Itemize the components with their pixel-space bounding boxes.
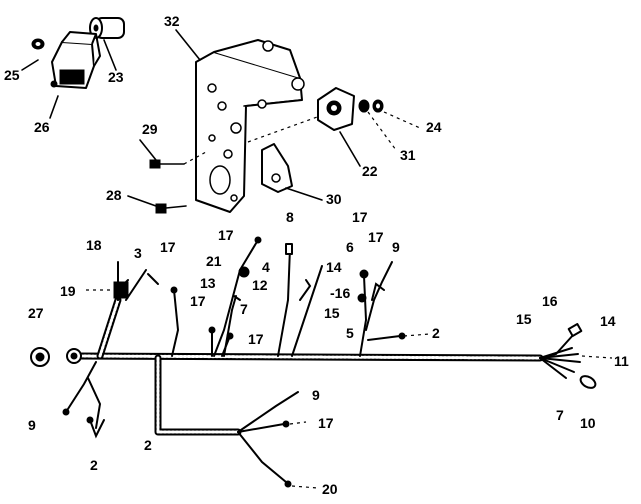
leader-23 bbox=[103, 39, 117, 71]
leader-32 bbox=[175, 29, 201, 61]
callout-15b: 15 bbox=[516, 311, 532, 327]
callout-25: 25 bbox=[4, 67, 20, 83]
callout-22: 22 bbox=[362, 163, 378, 179]
wire-branch-2 bbox=[87, 377, 102, 429]
wire-branch-9-lower bbox=[237, 391, 299, 433]
callout-26: 26 bbox=[34, 119, 50, 135]
callout-9c: 9 bbox=[28, 417, 36, 433]
callout-27: 27 bbox=[28, 305, 44, 321]
callout-31: 31 bbox=[400, 147, 416, 163]
callout-17a: 17 bbox=[352, 209, 368, 225]
callout-5: 5 bbox=[346, 325, 354, 341]
callout-6: 6 bbox=[346, 239, 354, 255]
callout-labels: 32 25 23 26 29 24 31 22 28 30 8 17 17 17… bbox=[4, 13, 629, 497]
wire-branch-9 bbox=[65, 361, 97, 413]
leader-22 bbox=[339, 131, 361, 167]
callout-20: 20 bbox=[322, 481, 338, 497]
nut-part-31 bbox=[358, 99, 370, 113]
bolt-part-28 bbox=[155, 203, 187, 214]
wire-branch-14 bbox=[291, 265, 323, 357]
callout-14a: 14 bbox=[326, 259, 342, 275]
regulator-part-26 bbox=[50, 31, 101, 89]
callout-10: 10 bbox=[580, 415, 596, 431]
callout-14b: 14 bbox=[600, 313, 616, 329]
leader-26 bbox=[49, 95, 59, 119]
wire-branch-17 bbox=[171, 289, 180, 357]
callout-7a: 7 bbox=[240, 301, 248, 317]
callout-17d: 17 bbox=[160, 239, 176, 255]
washer-part-25 bbox=[31, 38, 45, 50]
callout-17f: 17 bbox=[248, 331, 264, 347]
callout-18: 18 bbox=[86, 237, 102, 253]
callout-28: 28 bbox=[106, 187, 122, 203]
bolt-part-29 bbox=[149, 159, 185, 169]
leader-30 bbox=[285, 187, 323, 201]
mounting-bracket-part-32 bbox=[195, 39, 305, 213]
callout-24: 24 bbox=[426, 119, 442, 135]
callout-13: 13 bbox=[200, 275, 216, 291]
right-end-bundle bbox=[539, 323, 613, 389]
leader-28 bbox=[127, 195, 157, 207]
callout-23: 23 bbox=[108, 69, 124, 85]
callout-3: 3 bbox=[134, 245, 142, 261]
wire-branch-21 bbox=[213, 269, 241, 357]
callout-2b: 2 bbox=[144, 437, 152, 453]
leader-29b bbox=[139, 139, 157, 161]
callout-17e: 17 bbox=[190, 293, 206, 309]
leader-24 bbox=[383, 111, 421, 129]
callout-17c: 17 bbox=[368, 229, 384, 245]
callout-21: 21 bbox=[206, 253, 222, 269]
leader-switch bbox=[247, 115, 321, 143]
callout-19: 19 bbox=[60, 283, 76, 299]
callout-2c: 2 bbox=[90, 457, 98, 473]
switch-part-22 bbox=[317, 87, 355, 131]
solenoid-part-23 bbox=[89, 17, 125, 39]
small-bracket-part-30 bbox=[261, 143, 293, 193]
wire-branch-9-right bbox=[365, 261, 393, 331]
wire-branch-8 bbox=[277, 247, 291, 357]
callout-11: 11 bbox=[614, 353, 629, 369]
callout-16b: 16 bbox=[542, 293, 558, 309]
leader-25 bbox=[21, 59, 39, 71]
wire-branch-3 bbox=[125, 269, 147, 301]
callout-29: 29 bbox=[142, 121, 158, 137]
callout-17b: 17 bbox=[218, 227, 234, 243]
ring-connector-part-27 bbox=[30, 347, 82, 367]
callout-30: 30 bbox=[326, 191, 342, 207]
callout-7b: 7 bbox=[556, 407, 564, 423]
wire-branch-6 bbox=[359, 275, 368, 357]
wire-branch-20 bbox=[237, 431, 287, 483]
wire-branch-2-right bbox=[367, 335, 401, 341]
callout-15a: 15 bbox=[324, 305, 340, 321]
wire-branch-17-lower bbox=[237, 423, 285, 433]
callout-9b: 9 bbox=[312, 387, 320, 403]
main-harness bbox=[72, 296, 544, 436]
callout-2a: 2 bbox=[432, 325, 440, 341]
callout-12: 12 bbox=[252, 277, 268, 293]
leader-31 bbox=[367, 111, 397, 151]
washer-part-24 bbox=[372, 99, 384, 113]
callout-4: 4 bbox=[262, 259, 270, 275]
callout-8: 8 bbox=[286, 209, 294, 225]
callout-9a: 9 bbox=[392, 239, 400, 255]
callout-17g: 17 bbox=[318, 415, 334, 431]
callout-32: 32 bbox=[164, 13, 180, 29]
connector-13 bbox=[238, 266, 250, 278]
callout-16a: -16 bbox=[330, 285, 350, 301]
